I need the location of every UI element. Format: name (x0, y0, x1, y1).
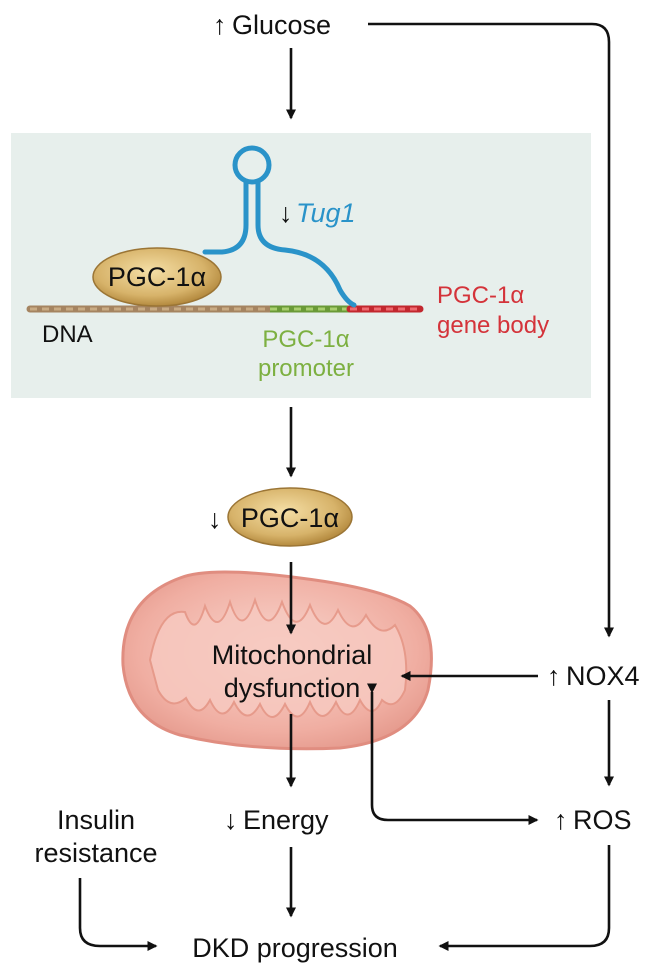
pgc1a-down-arrow: ↓ (208, 504, 222, 534)
insulin-label-line1: Insulin (57, 805, 135, 835)
tug1-rna-hairpin (202, 145, 357, 308)
promoter-label-line2: promoter (258, 355, 354, 382)
mito-label-line2: dysfunction (224, 673, 361, 703)
glucose-label: Glucose (232, 10, 331, 40)
pgc1a-ellipse (227, 487, 353, 547)
mito-ros-bidirectional-arrow (367, 683, 539, 825)
nox4-up-arrow: ↑ (547, 661, 561, 691)
energy-down-arrow: ↓ (224, 805, 238, 835)
pgc1a-bound-ellipse (92, 247, 222, 307)
energy-label: Energy (243, 805, 329, 835)
ros-up-arrow: ↑ (554, 805, 568, 835)
dkd-progression-label: DKD progression (192, 933, 398, 963)
glucose-to-nox4-arrow (368, 22, 614, 638)
tug1-down-arrow: ↓ (279, 198, 293, 228)
dna-label: DNA (42, 321, 93, 348)
pgc1a-label: PGC-1α (241, 503, 339, 533)
insulin-to-dkd-arrow (78, 878, 158, 951)
glucose-up-arrow: ↑ (213, 10, 227, 40)
promoter-label-line1: PGC-1α (262, 326, 349, 353)
ros-label: ROS (573, 805, 632, 835)
tug1-label: Tug1 (296, 198, 356, 228)
insulin-label-line2: resistance (34, 838, 157, 868)
mito-label-line1: Mitochondrial (212, 640, 373, 670)
nox4-label: NOX4 (566, 661, 640, 691)
gene-body-label-line2: gene body (437, 312, 549, 339)
pgc1a-bound-label: PGC-1α (108, 262, 206, 292)
gene-body-label-line1: PGC-1α (437, 282, 524, 309)
ros-to-dkd-arrow (438, 845, 611, 951)
mitochondrion-shape (121, 570, 433, 751)
